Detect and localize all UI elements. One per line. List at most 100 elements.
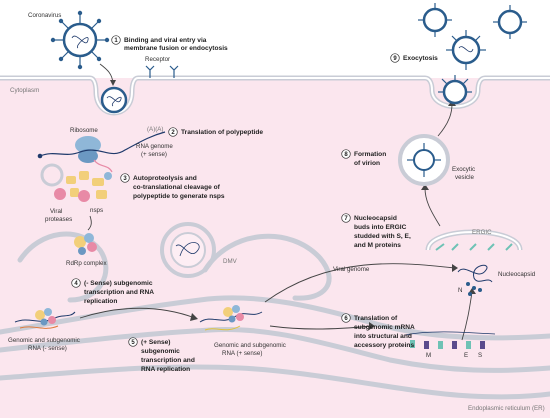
- coronavirus-label: Coronavirus: [28, 12, 61, 19]
- n-protein-label: N: [458, 287, 462, 294]
- exocytic-label-1: Exocytic: [452, 166, 475, 173]
- genomic-minus-label-1: Genomic and subgenomic: [8, 337, 80, 344]
- polya-label: (A)(A): [147, 126, 164, 133]
- entry-arrow-head: [110, 80, 116, 86]
- s-protein-label: S: [478, 352, 482, 359]
- released-virion-center-icon: [446, 30, 486, 70]
- dmv-icon: [160, 222, 216, 278]
- rna-genome-strand: [39, 131, 166, 157]
- vesicle-to-membrane-arrow: [437, 103, 453, 137]
- minus-to-plus-arrow: [79, 307, 196, 319]
- receptor-icon: [145, 65, 179, 78]
- svg-text:Binding and viral entry via: Binding and viral entry via: [124, 37, 207, 44]
- endoplasmic-reticulum: [0, 231, 550, 400]
- released-virion-icon: [438, 75, 472, 105]
- coronavirus-icon: [50, 10, 110, 70]
- svg-text:polypeptide to generate nsps: polypeptide to generate nsps: [133, 193, 225, 200]
- genomic-plus-label-1: Genomic and subgenomic: [214, 342, 286, 349]
- svg-text:RNA replication: RNA replication: [141, 366, 190, 373]
- ergic-icon: [425, 229, 523, 251]
- rna-genome-label-2: (+ sense): [141, 151, 167, 158]
- viral-proteases-label-1: Viral: [50, 208, 62, 215]
- svg-text:subgenomic: subgenomic: [141, 348, 180, 355]
- nucleocapsid-icon: [457, 264, 493, 296]
- rna-genome-label-1: RNA genome: [136, 143, 173, 150]
- rdrp-label: RdRp complex: [66, 260, 107, 267]
- svg-text:4: 4: [74, 281, 78, 287]
- cytoplasm-label: Cytoplasm: [10, 87, 39, 94]
- svg-text:buds into ERGIC: buds into ERGIC: [354, 224, 407, 231]
- exocytic-vesicle-icon: [398, 134, 450, 186]
- svg-text:Translation of: Translation of: [354, 315, 398, 322]
- svg-text:5: 5: [131, 340, 135, 346]
- step-8: 8 Formation of virion: [341, 149, 386, 167]
- svg-text:of virion: of virion: [354, 160, 380, 167]
- viral-genome-arrow: [264, 263, 456, 303]
- translation-arrow-head: [369, 322, 375, 330]
- ergic-to-vesicle-arrow-head: [421, 184, 429, 190]
- svg-text:co-translational cleavage of: co-translational cleavage of: [133, 184, 221, 191]
- minus-to-plus-arrow-head: [190, 313, 198, 321]
- svg-text:(- Sense) subgenomic: (- Sense) subgenomic: [84, 280, 153, 287]
- plasma-membrane: [0, 75, 550, 116]
- genomic-plus-label-2: RNA (+ sense): [222, 350, 262, 357]
- nascent-polypeptide: [93, 159, 113, 173]
- rna-cap-icon: [37, 153, 43, 159]
- nucleocapsid-label: Nucleocapsid: [498, 271, 536, 278]
- svg-text:membrane fusion or endocytosis: membrane fusion or endocytosis: [124, 45, 228, 52]
- svg-text:1: 1: [114, 38, 118, 44]
- step-5: 5 (+ Sense) subgenomic transcription and…: [128, 337, 195, 373]
- svg-text:2: 2: [171, 130, 175, 136]
- ribosome-icon: [75, 136, 101, 163]
- svg-text:8: 8: [344, 152, 348, 158]
- svg-text:Autoproteolysis and: Autoproteolysis and: [133, 175, 197, 182]
- step-6: 6 Translation of subgenomic mRNA into st…: [341, 313, 415, 349]
- step-1: 1 Binding and viral entry via membrane f…: [111, 35, 228, 52]
- svg-text:6: 6: [344, 316, 348, 322]
- svg-text:and M proteins: and M proteins: [354, 242, 401, 249]
- rdrp-arrow: [87, 215, 92, 231]
- svg-text:Translation of polypeptide: Translation of polypeptide: [181, 129, 263, 136]
- ergic-label: ERGIC: [472, 229, 492, 236]
- svg-text:3: 3: [123, 176, 127, 182]
- er-structural-proteins-icon: [404, 331, 496, 349]
- viral-genome-arrow-head: [452, 264, 458, 272]
- minus-sense-complex-icon: [14, 308, 76, 329]
- step-2: 2 Translation of polypeptide: [168, 127, 263, 137]
- exocytic-label-2: vesicle: [455, 174, 474, 181]
- step-7: 7 Nucleocapsid buds into ERGIC studded w…: [341, 213, 411, 249]
- svg-text:accessory proteins: accessory proteins: [354, 342, 414, 349]
- svg-text:transcription and: transcription and: [141, 357, 195, 364]
- dmv-label: DMV: [223, 258, 238, 265]
- svg-text:Exocytosis: Exocytosis: [403, 55, 438, 62]
- svg-text:Nucleocapsid: Nucleocapsid: [354, 215, 397, 222]
- svg-text:replication: replication: [84, 298, 117, 305]
- viral-proteases-label-2: proteases: [45, 216, 72, 223]
- step-3: 3 Autoproteolysis and co-translational c…: [120, 173, 225, 200]
- left-vesicle: [40, 163, 64, 187]
- svg-text:transcription and RNA: transcription and RNA: [84, 289, 154, 296]
- rdrp-complex-icon: [74, 233, 97, 255]
- plus-sense-complex-icon: [199, 305, 263, 331]
- ergic-to-vesicle-arrow: [424, 187, 441, 227]
- svg-text:into structural and: into structural and: [354, 333, 412, 340]
- ribosome-label: Ribosome: [70, 127, 98, 134]
- translation-arrow: [269, 325, 373, 330]
- released-virion-top-right-icon: [493, 5, 527, 39]
- viral-genome-label: Viral genome: [333, 266, 370, 273]
- nsps-cluster-icon: [54, 171, 112, 202]
- entering-virion-icon: [100, 86, 128, 114]
- svg-text:(+ Sense): (+ Sense): [141, 339, 171, 346]
- svg-text:subgenomic mRNA: subgenomic mRNA: [354, 324, 415, 331]
- nsps-label: nsps: [90, 207, 103, 214]
- genomic-minus-label-2: RNA (- sense): [28, 345, 67, 352]
- step-4: 4 (- Sense) subgenomic transcription and…: [71, 278, 154, 305]
- er-label: Endoplasmic reticulum (ER): [468, 405, 545, 412]
- receptor-label: Receptor: [145, 56, 170, 63]
- step-9: 9 Exocytosis: [390, 53, 438, 63]
- svg-text:7: 7: [344, 216, 348, 222]
- m-protein-label: M: [426, 352, 431, 359]
- released-virion-top-left-icon: [418, 3, 452, 37]
- svg-text:Formation: Formation: [354, 151, 386, 158]
